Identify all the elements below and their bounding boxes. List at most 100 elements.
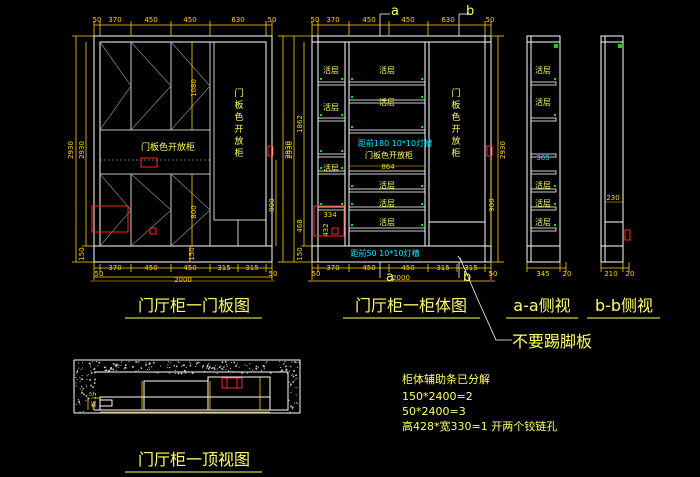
hatch-dot xyxy=(151,366,153,368)
hatch-dot xyxy=(174,369,176,371)
notes-line-2: 50*2400=3 xyxy=(402,405,466,418)
door-left-dim-inner: 2930 xyxy=(78,141,86,159)
door-bottom-dim-3: 450 xyxy=(144,264,157,272)
hatch-dot xyxy=(257,366,259,368)
hatch-dot xyxy=(170,362,172,364)
hatch-dot xyxy=(117,366,119,368)
side-b-title: b-b侧视 xyxy=(595,296,653,315)
hatch-dot xyxy=(89,393,91,395)
hatch-dot xyxy=(183,364,185,366)
body-open-cabinet-label: 门板色开放柜 xyxy=(365,150,413,160)
hatch-dot xyxy=(291,373,293,375)
hatch-dot xyxy=(206,367,208,369)
notes-heading: 柜体辅助条已分解 xyxy=(402,372,490,386)
body-right-label-4: 开 xyxy=(451,124,460,135)
hatch-dot xyxy=(211,367,214,369)
hatch-dot xyxy=(90,366,91,368)
hatch-dot xyxy=(202,365,204,367)
body-bottom-dim-7: 50 xyxy=(489,270,498,278)
hatch-dot xyxy=(177,372,180,375)
hatch-dot xyxy=(168,372,170,374)
hatch-dot xyxy=(255,368,258,370)
hatch-dot xyxy=(222,366,224,368)
hatch-dot xyxy=(82,388,84,390)
top-view: 45 15 门厅柜一顶视图 xyxy=(73,359,301,473)
hatch-dot xyxy=(91,403,94,406)
body-top-dim-4: 450 xyxy=(401,16,414,24)
hatch-dot xyxy=(252,369,254,371)
body-shelf-label-2: 活层 xyxy=(323,102,339,112)
section-mark-b-bottom: b xyxy=(463,270,471,285)
hatch-dot xyxy=(199,362,201,364)
body-bottom-dim-5: 315 xyxy=(436,264,449,272)
hatch-dot xyxy=(282,363,284,365)
hatch-dot xyxy=(225,369,227,371)
hatch-dot xyxy=(246,365,248,367)
hatch-dot xyxy=(81,389,83,391)
body-right-label-6: 柜 xyxy=(451,147,460,159)
hatch-dot xyxy=(118,364,120,366)
hatch-dot xyxy=(236,363,238,365)
body-dim-432: 432 xyxy=(322,223,330,236)
hatch-dot xyxy=(93,368,95,370)
hatch-dot xyxy=(124,367,126,369)
hatch-dot xyxy=(290,366,292,368)
hatch-dot xyxy=(105,369,108,371)
body-top-dim-1: 50 xyxy=(311,16,320,24)
body-left-dim-2930: 2930 xyxy=(286,141,294,159)
door-right-label-4: 开 xyxy=(234,124,243,135)
hatch-dot xyxy=(281,370,283,371)
hatch-dot xyxy=(109,368,112,370)
hatch-dot xyxy=(191,372,194,374)
section-mark-b-top: b xyxy=(466,4,474,19)
hatch-dot xyxy=(81,378,84,380)
hatch-dot xyxy=(145,362,147,364)
body-bottom-dim-6: 315 xyxy=(464,264,477,272)
side-b-bottom-dim-1: 210 xyxy=(604,270,617,278)
hatch-dot xyxy=(94,371,96,374)
body-right-label-2: 板 xyxy=(451,99,460,111)
hatch-dot xyxy=(293,370,295,372)
hatch-dot xyxy=(166,367,168,369)
section-mark-a-top: a xyxy=(391,4,399,19)
hatch-dot xyxy=(222,368,224,370)
hatch-dot xyxy=(290,405,292,408)
hatch-dot xyxy=(211,368,213,370)
door-top-dim-3: 450 xyxy=(144,16,157,24)
hatch-dot xyxy=(112,371,114,373)
hatch-dot xyxy=(196,362,199,364)
side-a-shelf-label-1: 活层 xyxy=(535,65,551,75)
door-top-dim-6: 50 xyxy=(268,16,277,24)
side-a-shelf-label-2: 活层 xyxy=(535,97,551,107)
hatch-dot xyxy=(79,411,81,414)
hatch-dot xyxy=(228,370,229,372)
door-bottom-dim-6: 315 xyxy=(245,264,258,272)
hatch-dot xyxy=(146,369,148,371)
hatch-dot xyxy=(269,372,271,374)
hatch-dot xyxy=(286,365,288,367)
body-top-dim-5: 630 xyxy=(441,16,454,24)
hatch-dot xyxy=(82,411,84,412)
hatch-dot xyxy=(292,375,295,378)
body-shelf-label-8: 活层 xyxy=(379,217,395,227)
hatch-dot xyxy=(95,361,97,362)
hatch-dot xyxy=(93,382,96,384)
hatch-dot xyxy=(76,370,79,373)
hatch-dot xyxy=(120,364,122,366)
door-right-label-2: 板 xyxy=(234,99,243,111)
hatch-dot xyxy=(123,368,125,370)
hatch-dot xyxy=(291,375,293,377)
side-view-b: 230 210 20 b-b侧视 xyxy=(587,35,660,319)
hatch-dot xyxy=(220,365,222,367)
hatch-dot xyxy=(76,379,78,381)
hatch-dot xyxy=(115,369,117,371)
door-open-cabinet-label: 门板色开放柜 xyxy=(141,141,195,153)
hatch-dot xyxy=(235,365,237,367)
hatch-dot xyxy=(79,376,81,378)
body-shelf-label-4: 活层 xyxy=(379,65,395,75)
side-a-bottom-dim-1: 345 xyxy=(536,270,549,278)
hatch-dot xyxy=(297,403,299,405)
hatch-dot xyxy=(287,406,289,408)
hatch-dot xyxy=(223,366,225,368)
hatch-dot xyxy=(81,386,83,388)
